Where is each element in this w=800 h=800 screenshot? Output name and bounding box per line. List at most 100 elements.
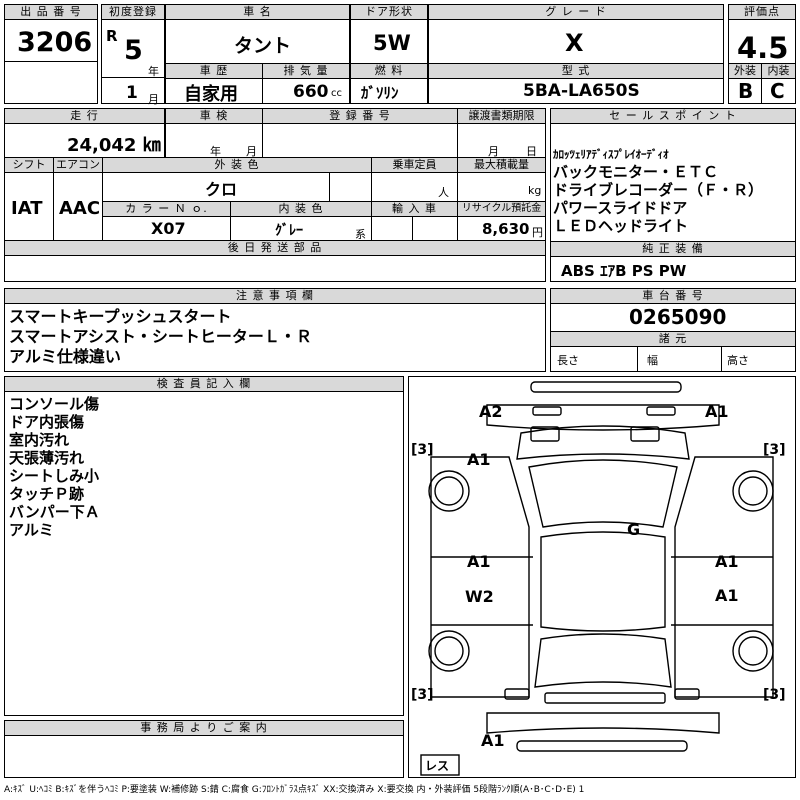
max-load-cell: 最大積載量 kg: [457, 157, 546, 202]
mark-left-front-door: A1: [467, 552, 491, 571]
inspector-line: 室内汚れ: [9, 431, 70, 449]
spare-tire: レス: [425, 759, 449, 773]
score-cell: 評価点 4.5 外装 内装 B C: [728, 4, 796, 104]
car-name-label: 車 名: [165, 4, 350, 20]
registration-month: 1: [126, 83, 138, 103]
grade-cell: グ レ ー ド X: [428, 4, 724, 64]
year-unit: 年: [148, 65, 159, 78]
import-label: 輸 入 車: [371, 201, 458, 217]
color-number-cell: カ ラ ー Ｎ ｏ. X07: [102, 201, 231, 241]
equipment-label: 純 正 装 備: [550, 241, 796, 257]
recycle-label: リサイクル預託金: [457, 201, 546, 217]
fuel-cell: 燃 料 ｶﾞｿﾘﾝ: [350, 63, 428, 104]
color-number: X07: [151, 219, 186, 238]
transfer-day-unit: 日: [526, 145, 537, 158]
displacement-label: 排 気 量: [262, 63, 350, 79]
sales-point: バックモニター・ＥＴＣ: [553, 163, 719, 181]
sales-point: ドライブレコーダー（Ｆ・Ｒ）: [553, 181, 764, 199]
inspector-list: コンソール傷 ドア内張傷 室内汚れ 天張薄汚れ シートしみ小 タッチＰ跡 バンパ…: [9, 395, 100, 539]
interior-color-suffix: 系: [355, 228, 366, 241]
registration-number-label: 登 録 番 号: [262, 108, 458, 124]
tire-front-left: [3]: [411, 442, 434, 458]
chassis-number: 0265090: [629, 305, 727, 329]
equipment-items: ABS ｴｱB PS PW: [561, 262, 687, 280]
capacity-cell: 乗車定員 人: [371, 157, 458, 202]
mileage: 24,042 ㎞: [67, 135, 161, 156]
lot-number-label: 出 品 番 号: [4, 4, 98, 20]
inspection-year-unit: 年: [210, 145, 221, 158]
exterior-color-label: 外 装 色: [102, 157, 372, 173]
model-label: 型 式: [428, 63, 724, 79]
notes-list: スマートキープッシュスタート スマートアシスト・シートヒーターＬ・Ｒ アルミ仕様…: [9, 307, 312, 367]
model-code: 5BA-LA650S: [523, 81, 640, 101]
mark-front-right: A1: [705, 402, 729, 421]
chassis-label: 車 台 番 号: [550, 288, 796, 304]
aircon-label: エアコン: [53, 157, 103, 173]
grade-label: グ レ ー ド: [428, 4, 724, 20]
aircon: AAC: [59, 198, 101, 219]
inspection-month-unit: 月: [246, 145, 257, 158]
recycle-cell: リサイクル預託金 8,630 円: [457, 201, 546, 241]
tire-rear-right: [3]: [763, 687, 786, 703]
sales-point: ｶﾛｯﾂｪﾘｱﾃﾞｨｽﾌﾟﾚｲｵｰﾃﾞｨｵ: [553, 148, 669, 161]
equipment-cell: 純 正 装 備 ABS ｴｱB PS PW: [550, 241, 796, 282]
sales-point: ＬＥＤヘッドライト: [553, 217, 689, 235]
interior-label: 内装: [761, 63, 796, 79]
exterior-color-cell: 外 装 色 クロ: [102, 157, 372, 202]
lot-number-cell: 出 品 番 号 3206: [4, 4, 98, 104]
inspector-line: シートしみ小: [9, 467, 100, 485]
notes-label: 注 意 事 項 欄: [4, 288, 546, 304]
recycle-unit: 円: [532, 226, 543, 239]
inspector-line: アルミ: [9, 521, 54, 539]
interior-grade: C: [770, 79, 785, 103]
registration-year: 5: [124, 35, 143, 66]
length-label: 長さ: [557, 354, 579, 367]
mark-right-rear-door: A1: [715, 586, 739, 605]
transfer-deadline-label: 譲渡書類期限: [457, 108, 546, 124]
color-number-label: カ ラ ー Ｎ ｏ.: [102, 201, 231, 217]
inspector-line: 天張薄汚れ: [9, 449, 85, 467]
mileage-cell: 走 行 24,042 ㎞: [4, 108, 165, 158]
mark-roof: G: [627, 520, 640, 539]
displacement: 660: [293, 82, 329, 102]
model-cell: 型 式 5BA-LA650S: [428, 63, 724, 104]
car-history: 自家用: [184, 84, 238, 105]
dimensions-label: 諸 元: [550, 331, 796, 347]
lot-number: 3206: [17, 27, 93, 58]
chassis-cell: 車 台 番 号 0265090 諸 元 長さ 幅 高さ: [550, 288, 796, 372]
shift-label: シフト: [4, 157, 54, 173]
car-name: タント: [234, 35, 292, 57]
inspection-label: 車 検: [165, 108, 263, 124]
import-cell: 輸 入 車: [371, 201, 458, 241]
inspector-line: コンソール傷: [9, 395, 100, 413]
sales-points-cell: セ ー ル ス ポ イ ン ト ｶﾛｯﾂｪﾘｱﾃﾞｨｽﾌﾟﾚｲｵｰﾃﾞｨｵ バッ…: [550, 108, 796, 242]
exterior-grade: B: [738, 79, 754, 103]
first-registration-cell: 初度登録 R 5 年 1 月: [101, 4, 165, 106]
inspector-line: タッチＰ跡: [9, 485, 85, 503]
sales-points-label: セ ー ル ス ポ イ ン ト: [550, 108, 796, 124]
shift: IAT: [11, 198, 43, 219]
grade: X: [565, 29, 584, 57]
width-label: 幅: [647, 354, 658, 367]
first-registration-label: 初度登録: [101, 4, 165, 20]
transfer-deadline-cell: 譲渡書類期限 月 日: [457, 108, 546, 158]
interior-color-cell: 内 装 色 ｸﾞﾚｰ 系: [230, 201, 372, 241]
later-parts-cell: 後 日 発 送 部 品: [4, 240, 546, 282]
interior-color: ｸﾞﾚｰ: [275, 223, 303, 239]
inspection-cell: 車 検 年 月: [165, 108, 263, 158]
notes-cell: 注 意 事 項 欄 スマートキープッシュスタート スマートアシスト・シートヒータ…: [4, 288, 546, 372]
fuel-label: 燃 料: [350, 63, 428, 79]
era-mark: R: [106, 27, 118, 45]
displacement-unit: cc: [331, 88, 342, 99]
inspector-cell: 検 査 員 記 入 欄 コンソール傷 ドア内張傷 室内汚れ 天張薄汚れ シートし…: [4, 376, 404, 716]
note-line: アルミ仕様違い: [9, 347, 121, 366]
door-label: ドア形状: [350, 4, 428, 20]
inspector-line: ドア内張傷: [9, 413, 85, 431]
capacity-unit: 人: [438, 186, 449, 199]
score-label: 評価点: [728, 4, 796, 20]
door-cell: ドア形状 5W: [350, 4, 428, 64]
interior-color-label: 内 装 色: [230, 201, 372, 217]
max-load-unit: kg: [528, 184, 542, 197]
mark-front-left: A2: [479, 402, 503, 421]
mark-left-front-fender: A1: [467, 450, 491, 469]
